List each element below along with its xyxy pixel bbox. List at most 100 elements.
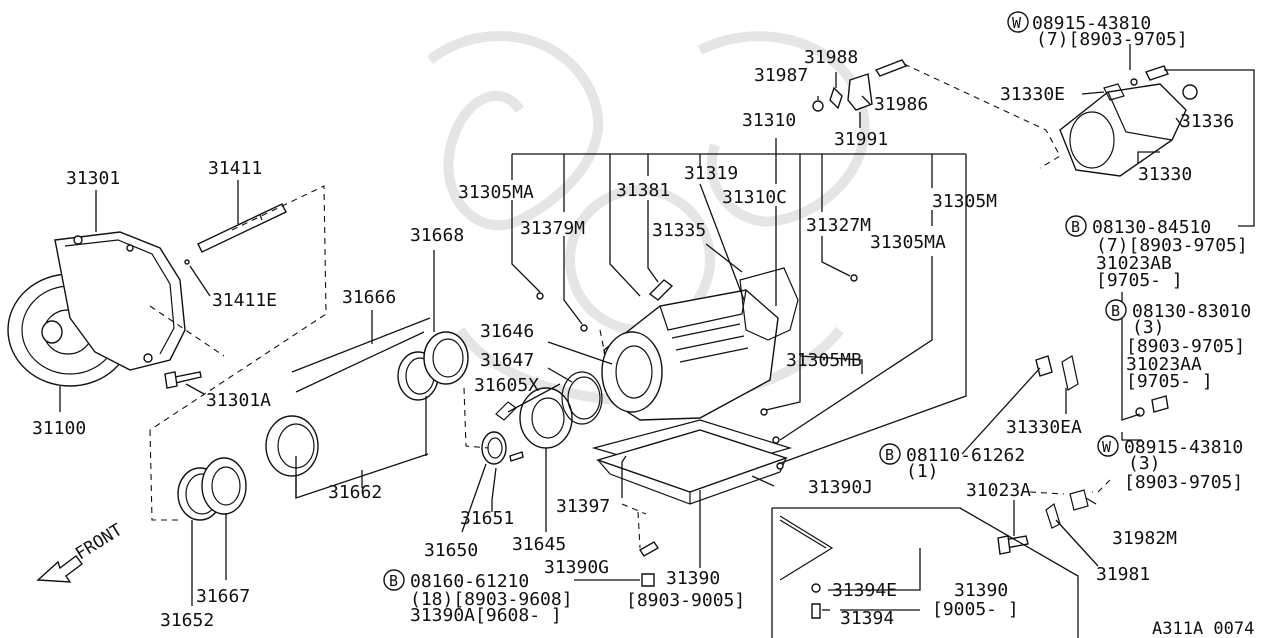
callout-b4-line1: (18)[8903-9608] — [410, 589, 573, 610]
label-31335: 31335 — [652, 220, 706, 241]
label-31301a: 31301A — [206, 390, 271, 411]
label-31650: 31650 — [424, 540, 478, 561]
label-31667: 31667 — [196, 586, 250, 607]
input-shaft-drawing — [184, 203, 287, 265]
callout-b1: B 08130-84510 (7)[8903-9705] 31023AB [97… — [1065, 215, 1248, 291]
label-8903-9005-range: [8903-9005] — [626, 590, 745, 611]
callout-b4-symbol: B — [389, 572, 398, 590]
oil-pump-gear-31668-drawing — [423, 331, 469, 385]
callout-b2-line2: [8903-9705] — [1126, 336, 1245, 357]
label-31305ma-left: 31305MA — [458, 182, 534, 203]
label-31390-inset: 31390 — [954, 580, 1008, 601]
callout-b2-line3: 31023AA — [1126, 354, 1202, 375]
bolt-31023a-drawing — [997, 535, 1029, 555]
gasket-31605x-drawing — [495, 401, 517, 421]
label-31986: 31986 — [874, 94, 928, 115]
label-31319: 31319 — [684, 163, 738, 184]
converter-housing-drawing — [54, 231, 186, 371]
callout-b1-line3: [9705- ] — [1096, 270, 1183, 291]
callout-w2: W 08915-43810 (3) [8903-9705] — [1097, 435, 1243, 493]
label-31605x: 31605X — [474, 375, 539, 396]
label-31100: 31100 — [32, 418, 86, 439]
callout-w2-line1: (3) — [1128, 453, 1161, 474]
callout-b4: B 08160-61210 (18)[8903-9608] 31390A[960… — [383, 569, 640, 626]
drain-plug-31390g-drawing — [639, 541, 659, 587]
callout-b4-line2: 31390A[9608- ] — [410, 605, 562, 626]
dashed-alignment-lines — [149, 63, 1111, 549]
oil-pump-gear-31662-drawing — [265, 415, 319, 477]
label-9005-range: [9005- ] — [932, 599, 1019, 620]
label-31330ea: 31330EA — [1006, 417, 1082, 438]
label-31988: 31988 — [804, 47, 858, 68]
callout-b3-symbol: B — [885, 446, 894, 464]
label-31651: 31651 — [460, 508, 514, 529]
front-arrow-icon — [36, 555, 83, 583]
label-31310c: 31310C — [722, 187, 787, 208]
bracket-31330ea-drawing — [1035, 355, 1169, 417]
callout-b4-number: 08160-61210 — [410, 571, 529, 592]
label-31991: 31991 — [834, 129, 888, 150]
label-31305mb: 31305MB — [786, 350, 862, 371]
callout-b1-symbol: B — [1071, 218, 1080, 236]
seal-31647-drawing — [561, 371, 603, 425]
label-31645: 31645 — [512, 534, 566, 555]
inset-pan-detail — [771, 507, 1079, 638]
pump-body-31645-drawing — [519, 387, 573, 449]
label-31330e: 31330E — [1000, 84, 1065, 105]
diagram-id: A311A 0074 — [1152, 619, 1254, 638]
label-31987: 31987 — [754, 65, 808, 86]
label-31982m: 31982M — [1112, 528, 1177, 549]
callout-b1-number: 08130-84510 — [1092, 217, 1211, 238]
callout-w1-line1: (7)[8903-9705] — [1036, 29, 1188, 50]
leader-lines — [59, 44, 1255, 611]
callout-w1-number: 08915-43810 — [1032, 13, 1151, 34]
label-31301: 31301 — [66, 168, 120, 189]
label-31336: 31336 — [1180, 111, 1234, 132]
callout-b3-number: 08110-61262 — [906, 445, 1025, 466]
callout-w1-symbol: W — [1012, 14, 1022, 32]
callout-w2-number: 08915-43810 — [1124, 437, 1243, 458]
rear-extension-housing-drawing — [1059, 65, 1198, 177]
front-label: FRONT — [72, 520, 126, 564]
label-31390g: 31390G — [544, 557, 609, 578]
label-31023a: 31023A — [966, 480, 1031, 501]
label-31305ma-right: 31305MA — [870, 232, 946, 253]
label-31327m: 31327M — [806, 215, 871, 236]
clip-31982m-drawing — [1069, 489, 1089, 511]
callout-w2-line2: [8903-9705] — [1124, 472, 1243, 493]
label-31330: 31330 — [1138, 164, 1192, 185]
callout-b3-line1: (1) — [906, 461, 939, 482]
callout-b2-line1: (3) — [1132, 317, 1165, 338]
callout-b3: B 08110-61262 (1) — [879, 443, 1025, 482]
label-31646: 31646 — [480, 321, 534, 342]
label-31390: 31390 — [666, 568, 720, 589]
label-31390j: 31390J — [808, 477, 873, 498]
label-31310: 31310 — [742, 110, 796, 131]
label-31647: 31647 — [480, 350, 534, 371]
label-31666: 31666 — [342, 287, 396, 308]
transmission-case-drawing — [601, 289, 779, 421]
callout-b1-line2: 31023AB — [1096, 253, 1172, 274]
bolt-31651-drawing — [509, 451, 524, 462]
label-31411: 31411 — [208, 158, 262, 179]
speedometer-parts-drawing — [812, 59, 908, 112]
label-31381: 31381 — [616, 180, 670, 201]
label-31411e: 31411E — [212, 290, 277, 311]
callout-b2-symbol: B — [1111, 302, 1120, 320]
label-31652: 31652 — [160, 610, 214, 631]
clip-31981-drawing — [1045, 503, 1061, 529]
label-31662: 31662 — [328, 482, 382, 503]
label-31305m: 31305M — [932, 191, 997, 212]
callout-b2-number: 08130-83010 — [1132, 301, 1251, 322]
label-31981: 31981 — [1096, 564, 1150, 585]
gear-31667-drawing — [201, 457, 247, 515]
label-31668: 31668 — [410, 225, 464, 246]
label-31397: 31397 — [556, 496, 610, 517]
breather-hose-31381-drawing — [648, 279, 674, 301]
case-bolts-drawing — [536, 274, 858, 470]
callout-b1-line1: (7)[8903-9705] — [1096, 235, 1248, 256]
callout-b2: B 08130-83010 (3) [8903-9705] 31023AA [9… — [1105, 299, 1251, 392]
label-31379m: 31379M — [520, 218, 585, 239]
callout-b2-line4: [9705- ] — [1126, 371, 1213, 392]
